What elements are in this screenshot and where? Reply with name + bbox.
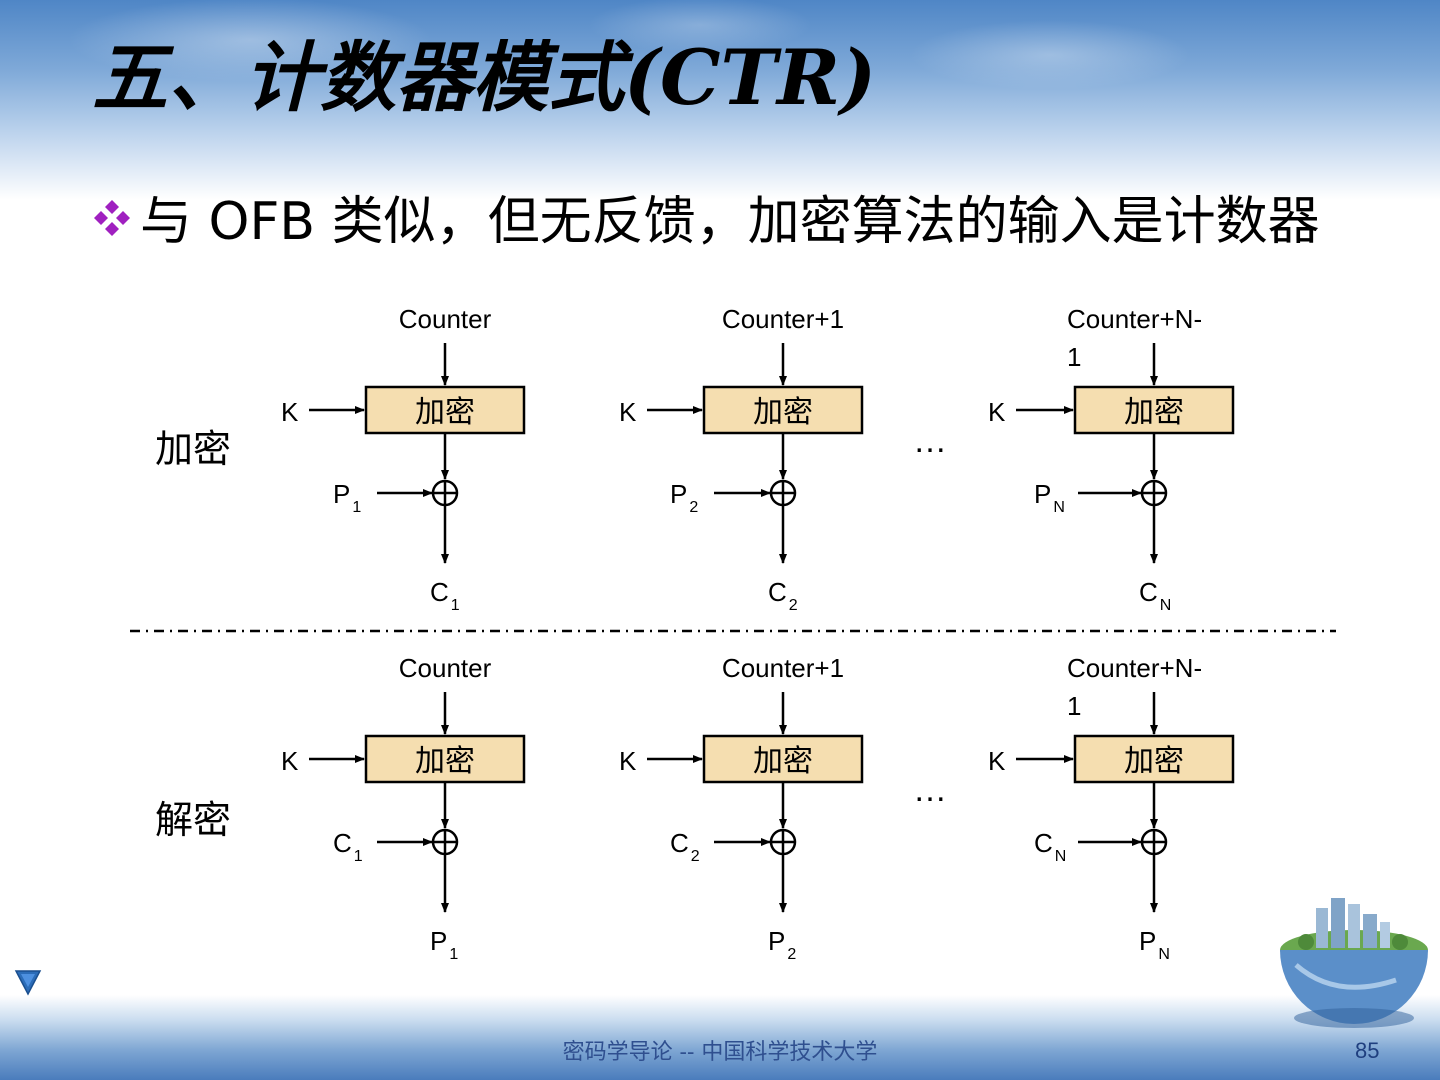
encrypt-box-label: 加密 — [1124, 396, 1184, 429]
key-label: K — [988, 397, 1006, 427]
diamond-cluster-icon — [94, 200, 130, 236]
encrypt-box-label: 加密 — [415, 745, 475, 778]
encrypt-box-label: 加密 — [753, 396, 813, 429]
counter-label: Counter+1 — [722, 653, 844, 683]
encrypt-box — [364, 734, 526, 784]
counter-label: Counter+N- — [1067, 304, 1202, 334]
row-label: 解密 — [155, 800, 231, 842]
counter-label-line2: 1 — [1067, 691, 1081, 721]
key-label: K — [619, 746, 637, 776]
key-label: K — [281, 397, 299, 427]
globe-city-icon — [1280, 898, 1428, 1028]
encrypt-box — [1073, 734, 1235, 784]
row-label: 加密 — [155, 429, 231, 471]
ellipsis: … — [913, 771, 947, 809]
key-label: K — [619, 397, 637, 427]
encrypt-box-label: 加密 — [753, 745, 813, 778]
ellipsis: … — [913, 422, 947, 460]
key-label: K — [988, 746, 1006, 776]
encrypt-box-label: 加密 — [1124, 745, 1184, 778]
triangle-down-icon[interactable] — [14, 968, 42, 996]
bullet-text: 与 OFB 类似，但无反馈，加密算法的输入是计数器 — [140, 192, 1320, 252]
footer-background — [0, 995, 1440, 1080]
encrypt-box — [702, 385, 864, 435]
slide-title: 五、计数器模式(CTR) — [92, 33, 877, 122]
counter-label: Counter — [399, 653, 492, 683]
encrypt-box-label: 加密 — [415, 396, 475, 429]
encrypt-box — [702, 734, 864, 784]
counter-label-line2: 1 — [1067, 342, 1081, 372]
counter-label: Counter+N- — [1067, 653, 1202, 683]
counter-label: Counter+1 — [722, 304, 844, 334]
counter-label: Counter — [399, 304, 492, 334]
header-background — [0, 0, 1440, 200]
footer-text: 密码学导论 -- 中国科学技术大学 — [562, 1040, 878, 1065]
page-number: 85 — [1355, 1038, 1380, 1063]
key-label: K — [281, 746, 299, 776]
